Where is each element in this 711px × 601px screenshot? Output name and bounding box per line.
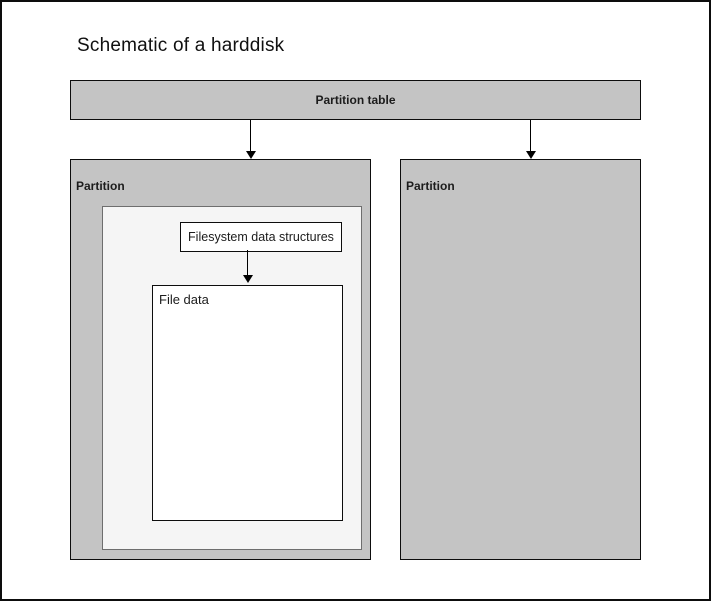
arrow-shaft — [250, 120, 251, 151]
arrowhead-down-icon — [525, 151, 536, 159]
arrow-shaft — [247, 250, 248, 275]
filesystem-data-structures-box: Filesystem data structures — [180, 222, 342, 252]
file-data-box: File data — [152, 285, 343, 521]
diagram-title: Schematic of a harddisk — [77, 35, 285, 56]
filesystem-container-box: Filesystem data structures File data — [102, 206, 362, 550]
arrow-partition-table-to-left-partition — [245, 120, 256, 159]
partition-table-box: Partition table — [70, 80, 641, 120]
arrowhead-down-icon — [245, 151, 256, 159]
file-data-label: File data — [159, 292, 209, 307]
partition-table-label: Partition table — [315, 93, 396, 107]
arrow-shaft — [530, 120, 531, 151]
right-partition-box: Partition — [400, 159, 641, 560]
arrowhead-down-icon — [242, 275, 253, 283]
right-partition-label: Partition — [406, 179, 455, 193]
filesystem-data-structures-label: Filesystem data structures — [188, 230, 334, 244]
arrow-partition-table-to-right-partition — [525, 120, 536, 159]
left-partition-label: Partition — [76, 179, 125, 193]
arrow-filesystem-structures-to-file-data — [242, 250, 253, 283]
left-partition-box: Partition Filesystem data structures Fil… — [70, 159, 371, 560]
